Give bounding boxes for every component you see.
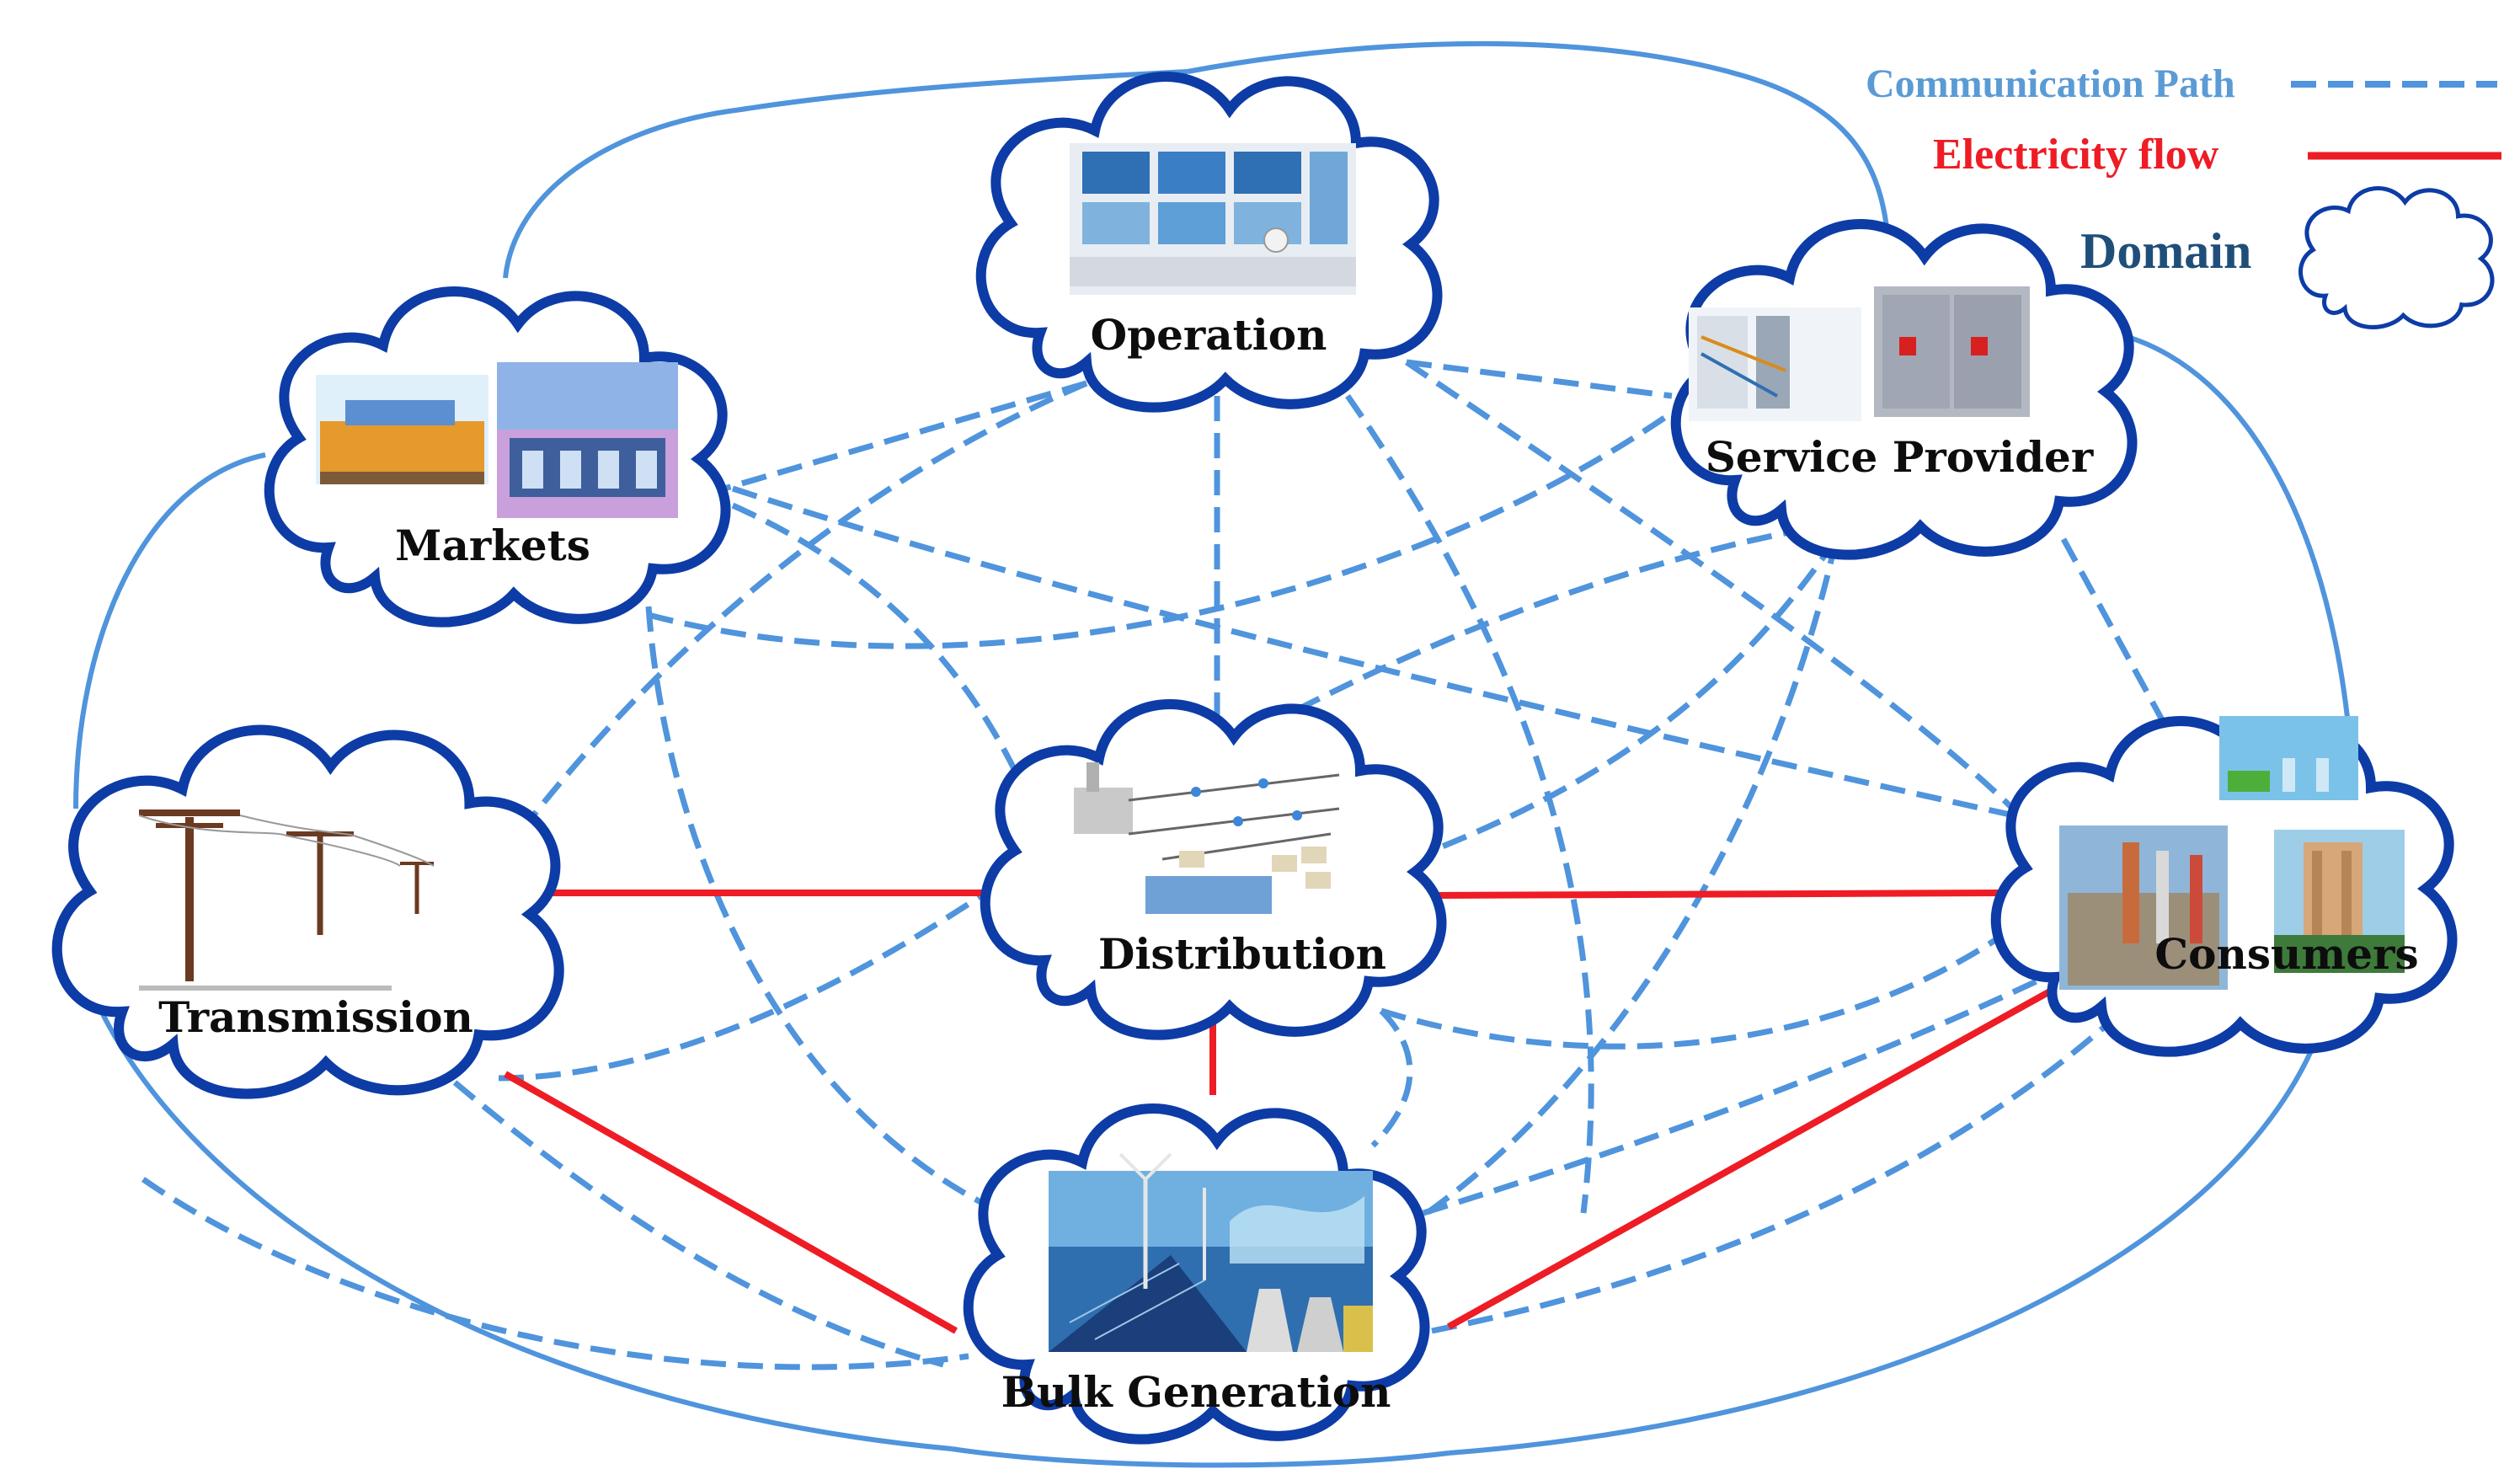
ring-markets-operation [503, 69, 1188, 279]
comm-distribution-bulk [1370, 1008, 1413, 1148]
comm-bulk-consumers-2 [1422, 948, 2099, 1216]
city-buildings-icon [2059, 716, 2405, 990]
communication-paths [141, 359, 2168, 1370]
legend-electricity: Electricity flow [1933, 131, 2501, 179]
domain-label-bulk-generation: Bulk Generation [1001, 1367, 1391, 1417]
comm-markets-bulk [645, 606, 987, 1208]
domain-label-service-provider: Service Provider [1706, 432, 2094, 482]
legend-communication-label: Communication Path [1866, 61, 2235, 106]
comm-service-distribution [1430, 537, 1839, 854]
legend: Communication Path Electricity flow Doma… [1866, 61, 2501, 327]
ring-markets-transmission [73, 452, 266, 809]
domain-consumers[interactable]: Consumers [1996, 716, 2453, 1052]
domain-operation[interactable]: Operation [981, 77, 1438, 408]
distribution-grid-icon [1074, 762, 1340, 914]
ring-transmission-bulk [99, 1009, 953, 1451]
legend-domain-label: Domain [2080, 223, 2251, 279]
comm-markets-distribution [731, 502, 1022, 781]
domain-service-provider[interactable]: Service Provider [1676, 224, 2133, 555]
ring-operation-service [1187, 40, 1889, 228]
comm-bulk-transmission-low [141, 1177, 969, 1370]
domain-label-markets: Markets [395, 521, 590, 570]
domain-distribution[interactable]: Distribution [985, 704, 1442, 1035]
domain-label-distribution: Distribution [1098, 929, 1386, 979]
power-plant-icon [1049, 1152, 1373, 1352]
comm-operation-consumers [1405, 360, 2024, 820]
ring-consumers-bulk [1448, 985, 2336, 1456]
switchgear-icon [1689, 286, 2030, 421]
comm-markets-consumers [731, 485, 2022, 820]
domain-bulk-generation[interactable]: Bulk Generation [969, 1109, 1425, 1440]
elec-distribution-consumers [1431, 890, 2005, 899]
comm-distribution-consumers [1380, 907, 2041, 1050]
power-pole-icon [138, 809, 435, 991]
domain-transmission[interactable]: Transmission [57, 730, 559, 1094]
comm-bulk-consumers [1431, 1008, 2125, 1334]
comm-service-consumers [2060, 537, 2168, 726]
elec-transmission-bulk [504, 1071, 958, 1334]
comm-operation-service [1406, 359, 1673, 399]
comm-operation-transmission [520, 380, 1088, 832]
domain-label-operation: Operation [1091, 310, 1327, 360]
domain-markets[interactable]: Markets [270, 291, 726, 622]
domain-label-consumers: Consumers [2154, 929, 2418, 979]
legend-domain: Domain [2080, 189, 2492, 328]
legend-electricity-label: Electricity flow [1933, 131, 2219, 179]
comm-operation-bulk [1345, 393, 1594, 1214]
comm-operation-markets [723, 380, 1087, 492]
domain-label-transmission: Transmission [158, 992, 473, 1042]
market-building-icon [316, 362, 678, 518]
legend-communication: Communication Path [1866, 61, 2497, 106]
legend-domain-swatch [2301, 189, 2492, 328]
ring-bottom [951, 1446, 1450, 1468]
elec-bulk-consumers [1447, 957, 2107, 1330]
comm-service-bulk [1413, 538, 1839, 1224]
control-room-icon [1070, 143, 1356, 295]
comm-transmission-bulk [452, 1080, 944, 1368]
